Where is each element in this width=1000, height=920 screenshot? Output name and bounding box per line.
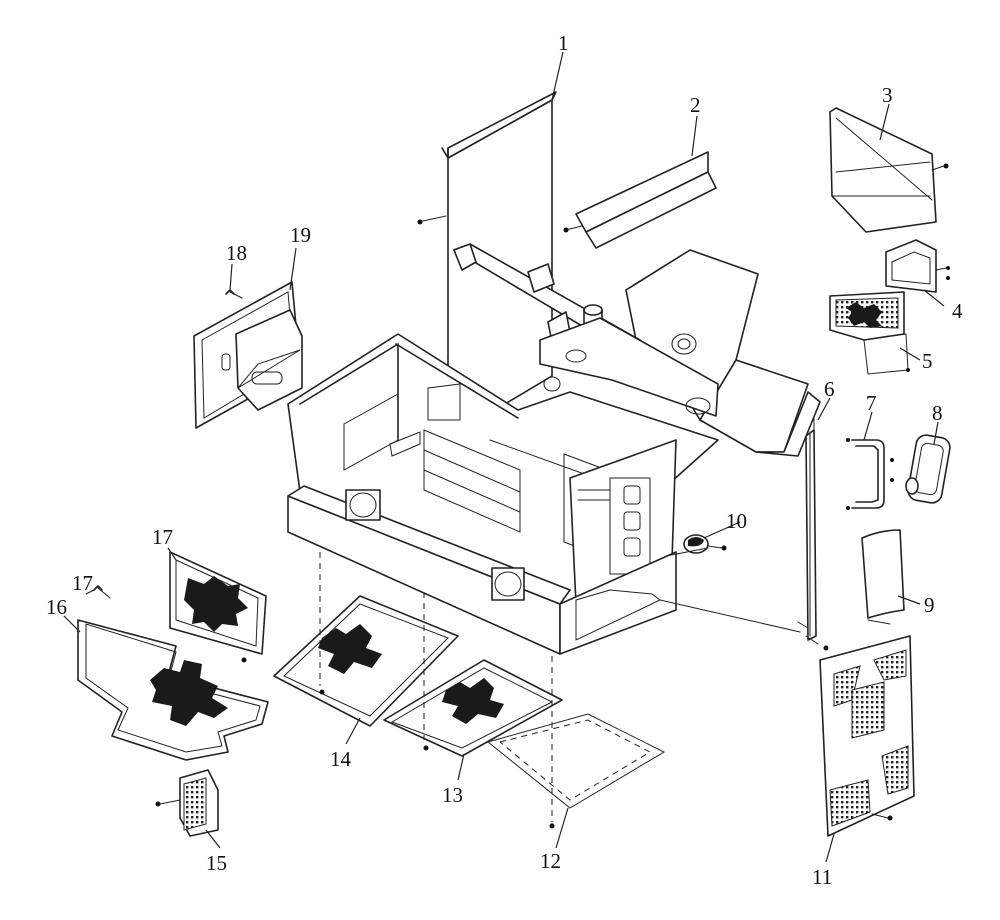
part-5-grille-plate: [829, 291, 910, 375]
part-10-light: [683, 534, 727, 554]
callout-3: 3: [882, 83, 893, 107]
part-7-handle: [846, 438, 894, 510]
part-4-small-frame: [885, 239, 950, 293]
part-13-floor-mat: [383, 659, 563, 757]
callout-15: 15: [206, 851, 227, 875]
part-3-rear-cover: [829, 107, 949, 233]
callout-1: 1: [558, 31, 569, 55]
callout-10: 10: [726, 509, 747, 533]
callout-19: 19: [290, 223, 311, 247]
callout-11: 11: [812, 865, 832, 889]
leader-lines: [63, 51, 945, 863]
part-14-floor-mat: [273, 595, 459, 727]
part-8-mirror: [905, 434, 951, 504]
part-11-screen-panel: [819, 635, 915, 837]
part-9-curved-sheet: [861, 529, 905, 625]
callout-16: 16: [46, 595, 67, 619]
part-17-clip-upper: [225, 289, 243, 299]
part-6-vertical-rail: [797, 409, 829, 651]
part-12-floor-plate: [486, 713, 666, 829]
part-17-clip-lower: [93, 585, 111, 599]
callout-12: 12: [540, 849, 561, 873]
callout-17-lower: 17: [72, 571, 93, 595]
part-15-vent-box: [155, 769, 219, 837]
callout-5: 5: [922, 349, 933, 373]
callout-4: 4: [952, 299, 963, 323]
callout-14: 14: [330, 747, 352, 771]
callout-18: 17: [152, 525, 173, 549]
callout-9: 9: [924, 593, 935, 617]
part-2-trim-channel: [563, 151, 717, 249]
part-18-mat: [169, 551, 267, 663]
callout-6: 6: [824, 377, 835, 401]
callout-13: 13: [442, 783, 463, 807]
callout-2: 2: [690, 93, 701, 117]
callout-8: 8: [932, 401, 943, 425]
callout-7: 7: [866, 391, 877, 415]
callout-labels: 1 2 3 4 5 6 7 8 9 10 11 12 13 14 15 16 1…: [46, 31, 963, 889]
part-16-large-mat: [77, 619, 269, 761]
callout-17-upper: 18: [226, 241, 247, 265]
part-19-door-frame: [193, 281, 303, 429]
main-cab-body: [287, 243, 821, 822]
